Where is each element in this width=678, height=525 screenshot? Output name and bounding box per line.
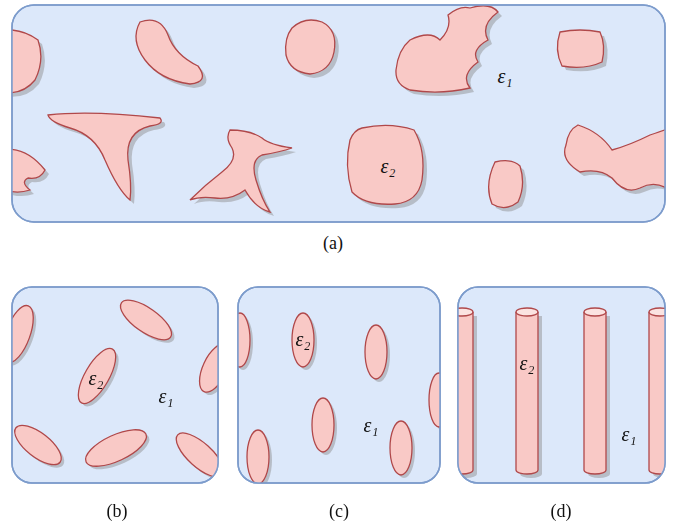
host-panel: [458, 287, 665, 483]
inclusion-shape: ε₂: [292, 313, 314, 367]
host-panel: ε₁(d)ε₂: [458, 287, 665, 483]
permittivity-label: ε₁: [498, 66, 513, 86]
permittivity-label: ε₂: [296, 329, 311, 349]
inclusion-shape: ε₂: [80, 346, 114, 406]
host-panel: ε₁(b)ε₂: [12, 287, 218, 483]
inclusion-shapes: [12, 6, 665, 212]
inclusion-shape: ε₂: [350, 124, 426, 206]
permittivity-label: ε₂: [520, 353, 535, 373]
host-panel: ε₁(c)ε₂: [238, 287, 440, 483]
panel-caption: (b): [107, 502, 128, 520]
panel-caption: (d): [551, 502, 572, 520]
cylinder-inclusions: [458, 308, 665, 478]
inclusion-shapes: [12, 293, 218, 483]
panel-caption: (a): [323, 234, 343, 252]
inclusion-shape: ε₂: [516, 312, 538, 472]
permittivity-label: ε₁: [364, 415, 379, 435]
host-panel: ε₁(a)ε₂: [12, 5, 665, 222]
permittivity-label: ε₁: [159, 386, 174, 406]
permittivity-label: ε₁: [622, 424, 637, 444]
inclusion-shapes: [238, 313, 440, 483]
permittivity-label: ε₂: [381, 156, 396, 176]
permittivity-label: ε₂: [89, 368, 104, 388]
panel-caption: (c): [329, 502, 349, 520]
